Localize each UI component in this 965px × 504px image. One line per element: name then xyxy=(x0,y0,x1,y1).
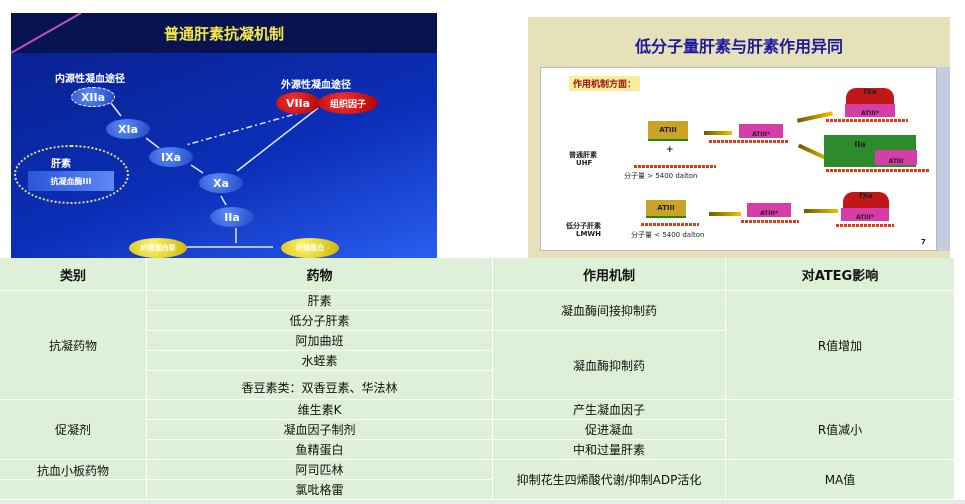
header-ateg-effect: 对ATEG影响 xyxy=(726,258,955,291)
heparin-group xyxy=(14,145,129,204)
heparin-chain xyxy=(709,140,789,143)
arrow xyxy=(704,131,732,135)
drug-cell: 鱼精蛋白 xyxy=(147,440,493,460)
heparin-chain xyxy=(826,119,908,122)
drug-ateg-table: 类别 药物 作用机制 对ATEG影响 抗凝药物 促凝剂 抗血小板药物 肝素 低分… xyxy=(0,258,955,500)
mechanism-panel: 作用机制方面： ATIII + 普通肝素 UHF 分子量 > 5400 dalt… xyxy=(540,67,937,251)
heparin-chain xyxy=(836,224,894,227)
category-cell: 抗凝药物 xyxy=(0,291,147,400)
slide-side-bar xyxy=(937,67,950,251)
uhf-label: 普通肝素 xyxy=(569,151,597,159)
arrow xyxy=(709,212,741,216)
slide-title: 普通肝素抗凝机制 xyxy=(163,25,284,43)
atiii-active: ATIII* xyxy=(845,104,895,117)
mechanism-cell: 抑制花生四烯酸代谢/抑制ADP活化 xyxy=(493,460,726,500)
heparin-chain xyxy=(741,220,799,223)
heparin-chain xyxy=(641,223,699,226)
slide-title: 低分子量肝素与肝素作用异同 xyxy=(634,37,843,56)
lmwh-abbr: LMWH xyxy=(576,230,602,238)
arrow xyxy=(804,209,838,213)
heparin-chain xyxy=(634,165,716,168)
tissue-factor: 组织因子 xyxy=(318,92,378,114)
drug-cell: 香豆素类：双香豆素、华法林 xyxy=(147,371,493,400)
mechanism-cell: 产生凝血因子 xyxy=(493,400,726,420)
category-cell: 抗血小板药物 xyxy=(0,460,147,480)
section-label: 作用机制方面： xyxy=(569,76,641,91)
ateg-effect-cell: R值减小 xyxy=(726,400,955,460)
mechanism-cell: 凝血酶抑制药 xyxy=(493,331,726,400)
drug-cell: 阿司匹林 xyxy=(147,460,493,480)
category-cell-empty xyxy=(0,480,147,500)
header-category: 类别 xyxy=(0,258,147,291)
drug-cell: 低分子肝素 xyxy=(147,311,493,331)
page-number: 7 xyxy=(921,238,926,246)
ateg-effect-cell: R值增加 xyxy=(726,291,955,400)
plus-sign: + xyxy=(666,145,674,155)
slide-title-bar xyxy=(11,13,437,53)
atiii-active: ATIII* xyxy=(747,203,791,217)
ateg-effect-cell: MA值 xyxy=(726,460,955,500)
lmwh-label: 低分子肝素 xyxy=(566,222,601,230)
pathway-arrows xyxy=(11,13,319,248)
heparin-mechanism-slide: 普通肝素抗凝机制 内源性凝血途径 外源性凝血途径 XIIa XIa IXa Xa… xyxy=(11,13,437,258)
extrinsic-pathway-label: 外源性凝血途径 xyxy=(281,80,351,91)
atiii-active: ATIII* xyxy=(739,124,783,138)
factor-viia: VIIa xyxy=(276,92,320,114)
uhf-weight: 分子量 > 5400 dalton xyxy=(624,172,698,180)
uhf-abbr: UHF xyxy=(576,159,593,167)
drug-cell: 阿加曲班 xyxy=(147,331,493,351)
heparin-label: 肝素 xyxy=(51,159,71,170)
atiii-lmwh: ATIII xyxy=(646,200,686,218)
atiii-bound: ATIII xyxy=(875,150,917,165)
fibrinogen: 纤维蛋白原 xyxy=(129,238,187,258)
drug-cell: 水蛭素 xyxy=(147,351,493,371)
mechanism-cell: 中和过量肝素 xyxy=(493,440,726,460)
heparin-chain xyxy=(826,169,929,172)
mechanism-cell: 凝血酶间接抑制药 xyxy=(493,291,726,331)
atiii-active: ATIII* xyxy=(841,208,889,221)
mechanism-cell: 促进凝血 xyxy=(493,420,726,440)
lmwh-weight: 分子量 < 5400 dalton xyxy=(631,231,705,239)
atiii-uhf: ATIII xyxy=(648,121,688,141)
factor-iia: IIa xyxy=(210,207,254,227)
header-drug: 药物 xyxy=(147,258,493,291)
lmwh-comparison-slide: 低分子量肝素与肝素作用异同 作用机制方面： ATIII + 普通肝素 UHF 分… xyxy=(528,17,950,258)
factor-xiia: XIIa xyxy=(71,87,115,107)
fxa-block: fXa xyxy=(843,192,889,210)
intrinsic-pathway-label: 内源性凝血途径 xyxy=(55,74,125,85)
drug-cell: 肝素 xyxy=(147,291,493,311)
factor-ixa: IXa xyxy=(149,147,193,167)
header-mechanism: 作用机制 xyxy=(493,258,726,291)
antithrombin-label: 抗凝血酶III xyxy=(28,171,114,191)
factor-xa: Xa xyxy=(199,173,243,193)
drug-cell: 氯吡格雷 xyxy=(147,480,493,500)
fxa-block: fXa xyxy=(846,88,894,106)
drug-cell: 凝血因子制剂 xyxy=(147,420,493,440)
factor-xia: XIa xyxy=(106,119,150,139)
fibrin: 纤维蛋白 xyxy=(281,238,339,258)
drug-cell: 维生素K xyxy=(147,400,493,420)
category-cell: 促凝剂 xyxy=(0,400,147,460)
bottom-strip xyxy=(0,500,965,504)
